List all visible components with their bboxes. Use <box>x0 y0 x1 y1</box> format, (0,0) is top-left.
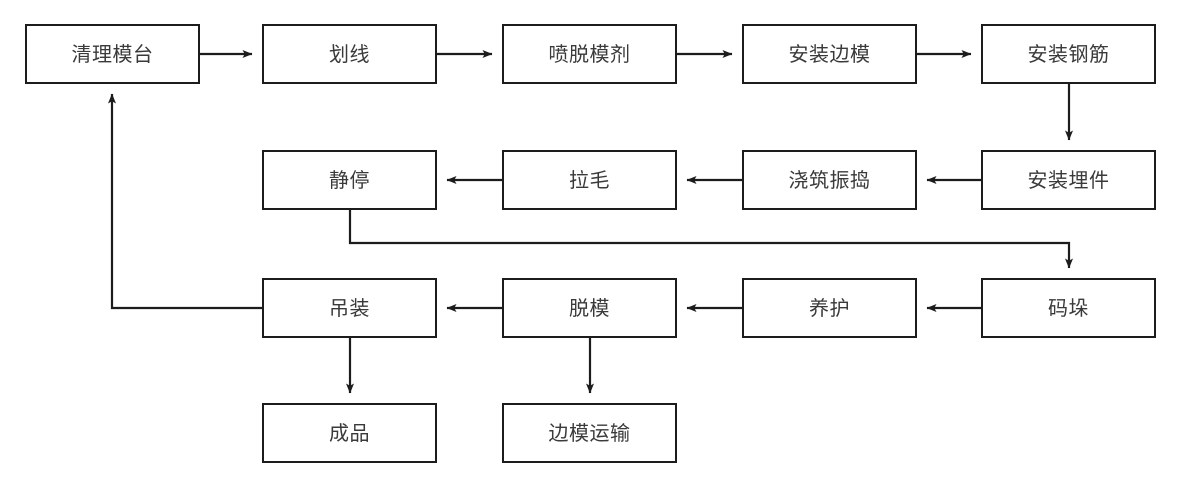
node-lamao[interactable]: 拉毛 <box>502 150 677 210</box>
node-label: 成品 <box>329 421 370 445</box>
node-pentuomoji[interactable]: 喷脱模剂 <box>502 24 677 84</box>
edge-diaozhuang-to-qinglimotai-feedback <box>108 93 262 310</box>
node-label: 喷脱模剂 <box>548 42 631 66</box>
node-tuomo[interactable]: 脱模 <box>502 278 677 338</box>
node-label: 安装边模 <box>788 42 871 66</box>
node-maduo[interactable]: 码垛 <box>981 278 1156 338</box>
node-label: 养护 <box>809 296 850 320</box>
node-label: 浇筑振捣 <box>788 168 871 192</box>
node-jingting[interactable]: 静停 <box>262 150 437 210</box>
node-anzhuanggangjin[interactable]: 安装钢筋 <box>981 24 1156 84</box>
node-anzhuangmaijian[interactable]: 安装埋件 <box>981 150 1156 210</box>
node-diaozhuang[interactable]: 吊装 <box>262 278 437 338</box>
node-jiaozhuzhendao[interactable]: 浇筑振捣 <box>742 150 917 210</box>
node-label: 安装钢筋 <box>1027 42 1110 66</box>
node-label: 边模运输 <box>548 421 631 445</box>
node-chengpin[interactable]: 成品 <box>262 403 437 463</box>
node-label: 静停 <box>329 168 370 192</box>
node-label: 安装埋件 <box>1027 168 1110 192</box>
node-label: 吊装 <box>329 296 370 320</box>
node-anzhuangbianmo[interactable]: 安装边模 <box>742 24 917 84</box>
node-label: 码垛 <box>1048 296 1089 320</box>
node-label: 划线 <box>329 42 370 66</box>
node-label: 脱模 <box>569 296 610 320</box>
node-qinglimotai[interactable]: 清理模台 <box>25 24 200 84</box>
node-yanghu[interactable]: 养护 <box>742 278 917 338</box>
node-label: 清理模台 <box>71 42 154 66</box>
node-huaxian[interactable]: 划线 <box>262 24 437 84</box>
edge-jingting-to-maduo <box>348 210 1073 269</box>
node-bianmoyunshu[interactable]: 边模运输 <box>502 403 677 463</box>
node-label: 拉毛 <box>569 168 610 192</box>
